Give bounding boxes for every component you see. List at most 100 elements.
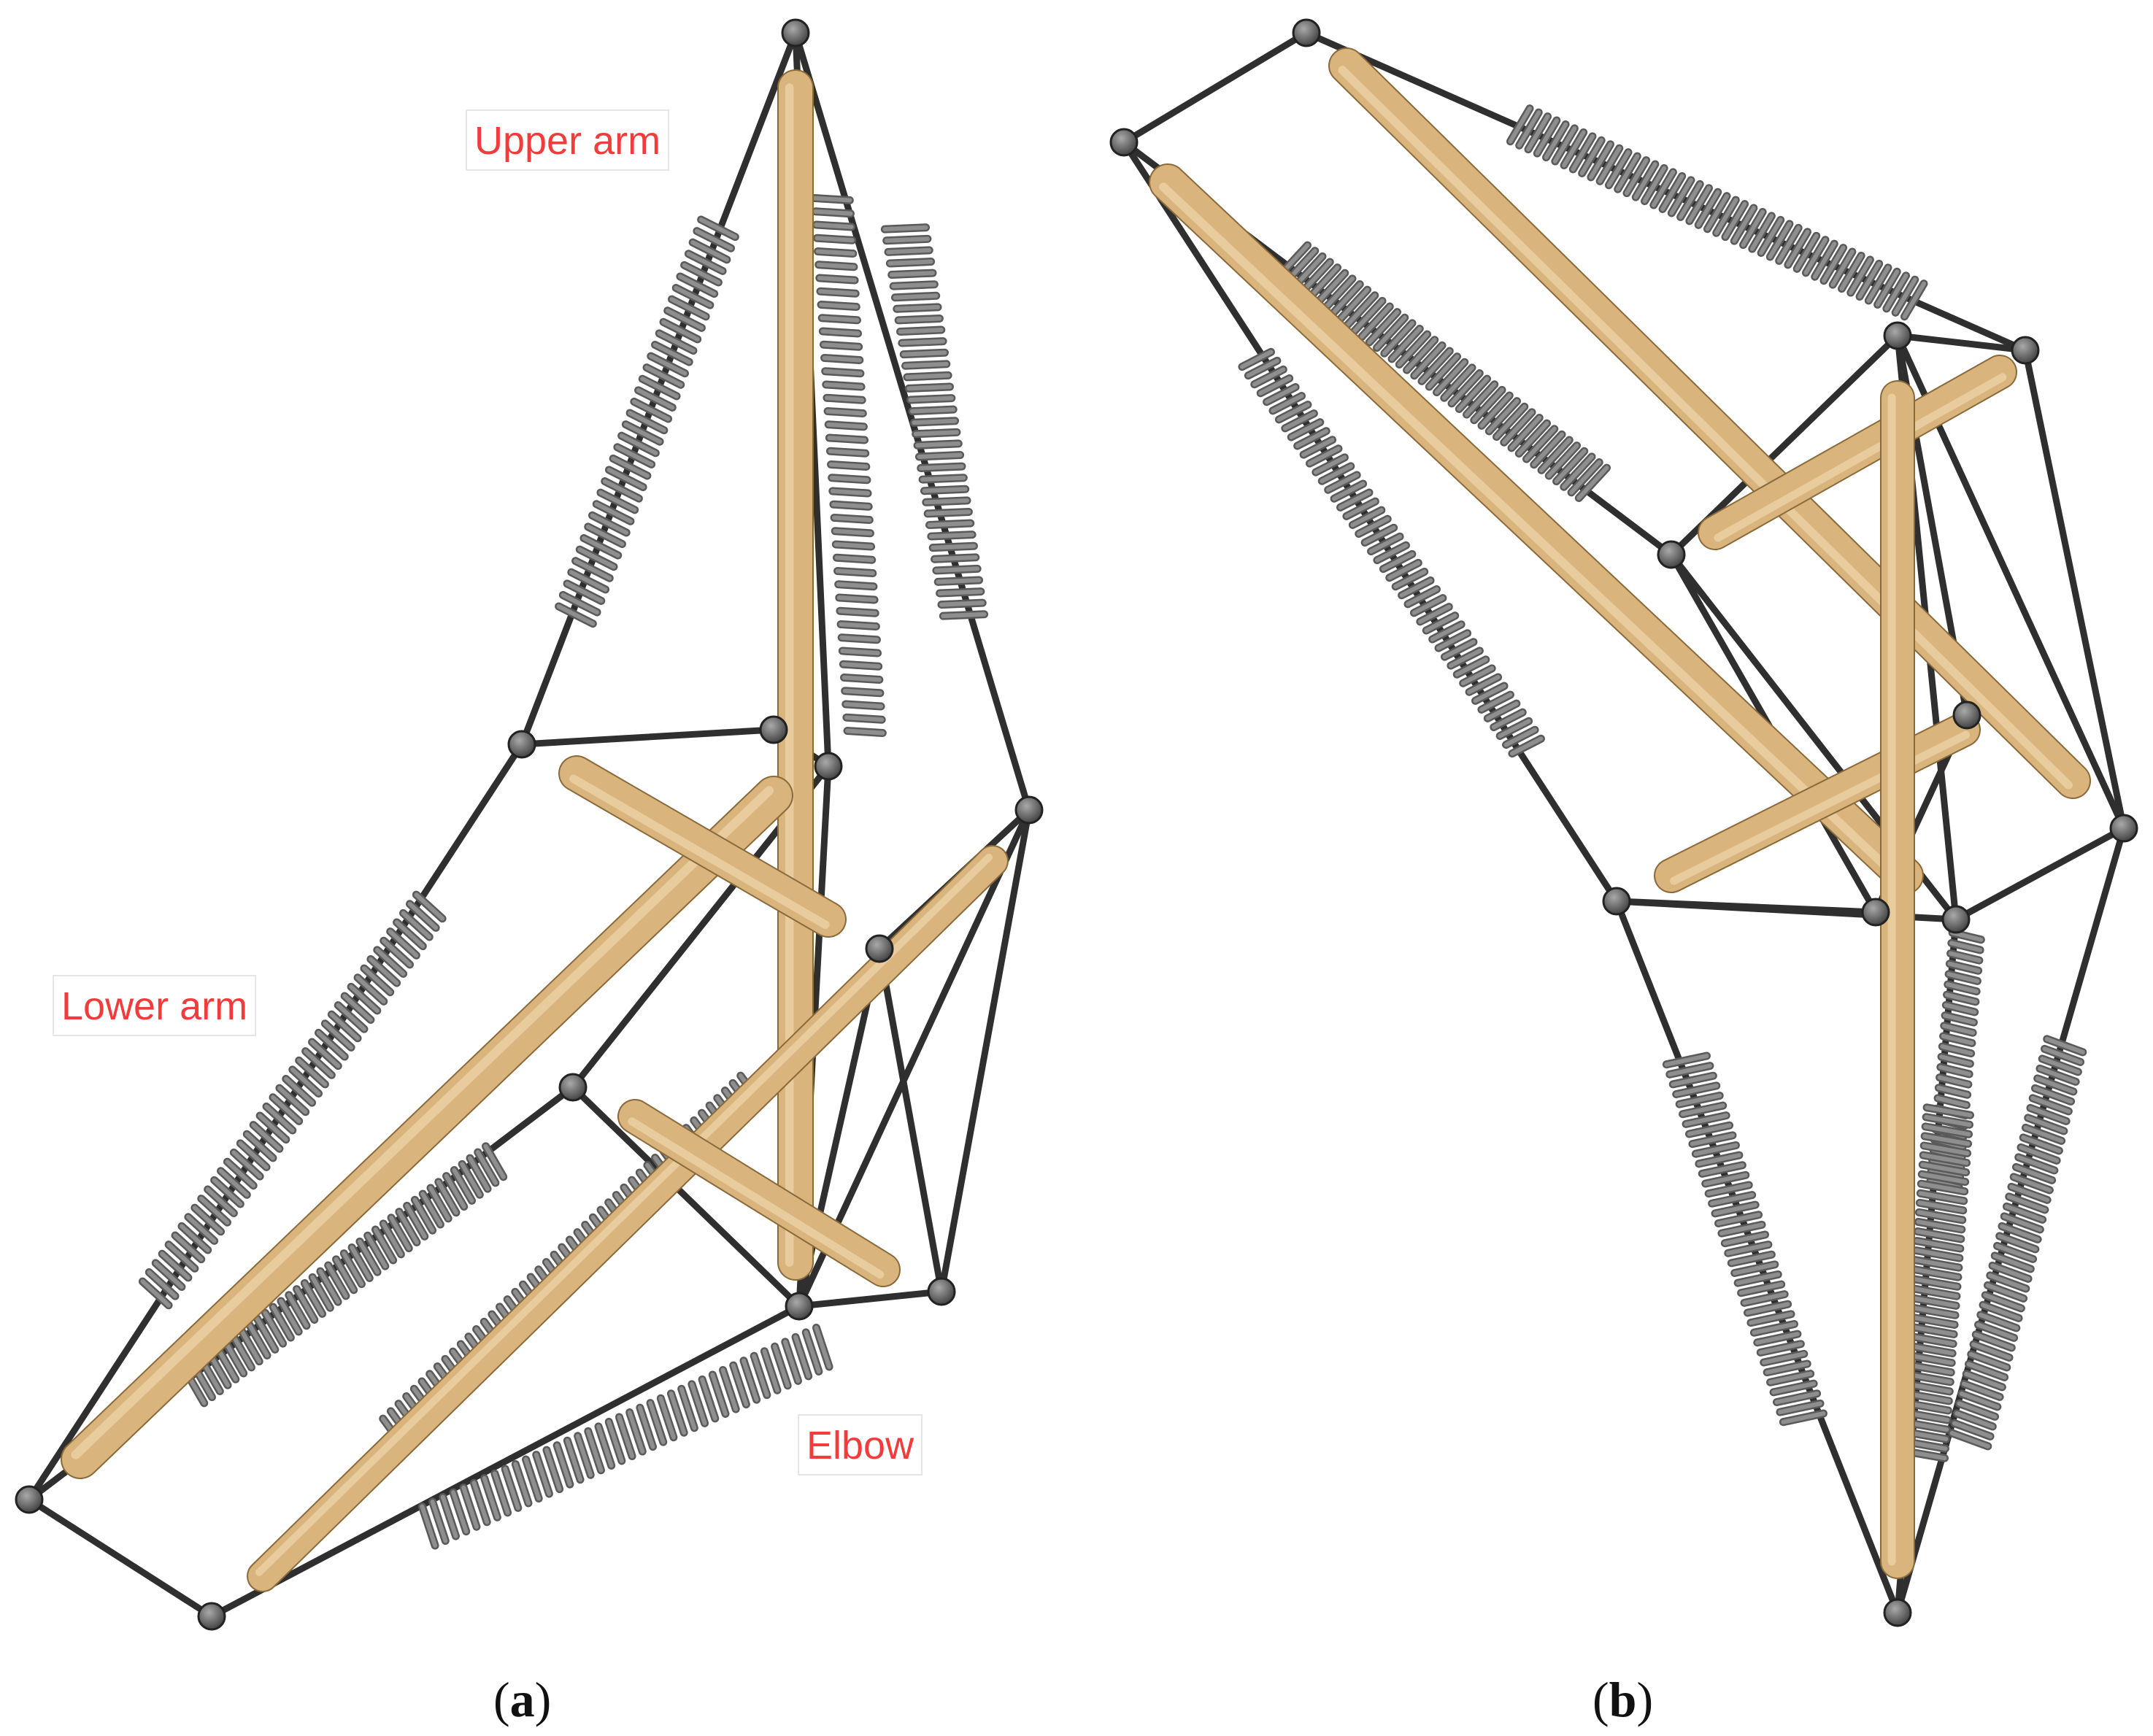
spring-coil — [677, 274, 717, 296]
cable — [1120, 139, 1620, 905]
spring-coil — [160, 1251, 190, 1280]
spring-coil — [922, 487, 968, 493]
spring-coil — [884, 236, 930, 243]
spring-coil — [1752, 1322, 1797, 1335]
spring-coil — [342, 1251, 364, 1286]
spring-coil — [913, 430, 959, 436]
spring-coil — [166, 1242, 197, 1271]
spring-coil — [283, 1076, 315, 1106]
spring-coil — [1966, 1362, 2007, 1380]
end-cap — [2109, 814, 2138, 843]
end-cap — [785, 1292, 814, 1321]
spring-coil — [294, 1286, 317, 1322]
end-cap — [1883, 1598, 1912, 1627]
spring-coil — [365, 1233, 388, 1269]
spring-coil — [2004, 1204, 2045, 1222]
spring-coil — [820, 315, 860, 323]
spring-coil — [1430, 622, 1464, 642]
spring-coil — [316, 1030, 347, 1060]
cable — [2022, 347, 2127, 832]
spring-coil — [582, 536, 620, 558]
spring-coil — [590, 513, 629, 535]
spring-coil — [1937, 1075, 1971, 1087]
spring-coil — [1922, 1143, 1970, 1156]
spring-coil — [513, 1462, 531, 1505]
spring-coil — [1598, 146, 1622, 184]
spring-coil — [893, 293, 939, 300]
spring-coil — [1713, 1203, 1758, 1216]
spring-coil — [835, 568, 875, 576]
spring-coil — [1544, 122, 1568, 160]
spring-coil — [840, 648, 880, 656]
spring-coil — [1494, 404, 1527, 439]
spring-coil — [657, 331, 696, 353]
spring-coil — [290, 1067, 321, 1096]
spring-coil — [1803, 237, 1828, 275]
end-cap — [1292, 18, 1321, 47]
spring-coil — [1939, 1054, 1973, 1066]
spring-coil — [836, 595, 877, 603]
spring-coil — [1411, 595, 1445, 615]
spring-coil — [886, 247, 932, 255]
spring-coil — [1964, 1371, 2005, 1389]
end-cap — [1883, 321, 1912, 350]
strut — [777, 69, 814, 1281]
spring-coil — [1693, 1143, 1738, 1157]
spring-coil — [1848, 257, 1873, 296]
spring-coil — [215, 1346, 238, 1382]
spring-coil — [752, 1354, 769, 1397]
spring-coil — [606, 1419, 624, 1463]
spring-coil — [1755, 1332, 1800, 1345]
spring-coil — [355, 975, 386, 1004]
spring-coil — [199, 1196, 230, 1225]
spring-coil — [731, 1363, 749, 1407]
spring-coil — [1976, 1322, 2017, 1340]
spring-coil — [1356, 517, 1390, 536]
lower-arm-label: Lower arm — [53, 975, 257, 1036]
spring-coil — [1911, 1286, 1959, 1299]
spring-coil — [2011, 1174, 2052, 1192]
spring-coil — [700, 1377, 717, 1421]
spring-coil — [1973, 1332, 2014, 1350]
spring — [880, 223, 989, 620]
spring-coil — [831, 502, 871, 509]
spring — [1948, 1035, 2087, 1451]
spring-coil — [1785, 229, 1810, 267]
spring-coil — [1725, 1242, 1771, 1256]
spring-coil — [475, 1150, 498, 1185]
spring-coil — [1404, 337, 1437, 373]
spring-coil — [937, 589, 983, 596]
spring-coil — [1709, 1192, 1755, 1206]
strut-highlight — [1670, 730, 1971, 885]
spring-coil — [1424, 613, 1457, 633]
spring-coil — [682, 263, 721, 285]
strut-highlight — [1714, 373, 2007, 542]
strut — [247, 845, 1009, 1592]
spring-coil — [1363, 525, 1396, 545]
spring-coil — [1674, 1083, 1719, 1097]
spring-coil — [544, 1448, 562, 1492]
spring-coil — [461, 1485, 479, 1529]
strut-highlight — [628, 1117, 885, 1279]
spring-coil — [1959, 1391, 2000, 1409]
spring-coil — [1908, 1324, 1957, 1337]
spring-coil — [1961, 1381, 2003, 1400]
spring-coil — [1374, 543, 1409, 563]
spring-coil — [1633, 162, 1657, 200]
spring-coil — [1742, 1292, 1787, 1305]
spring-coil — [483, 1143, 506, 1179]
spring-coil — [1696, 1153, 1741, 1166]
end-cap — [1952, 701, 1981, 730]
spring-coil — [1687, 185, 1711, 223]
strut-highlight — [71, 786, 774, 1459]
spring-coil — [1588, 142, 1613, 180]
spring-coil — [430, 1500, 448, 1543]
spring-coil — [606, 467, 646, 490]
spring-coil — [357, 1239, 380, 1275]
spring-coil — [1696, 190, 1720, 228]
spring-coil — [1479, 393, 1512, 428]
spring-coil — [1552, 126, 1577, 164]
spring-coil — [1968, 1351, 2009, 1370]
spring-coil — [1690, 1133, 1736, 1146]
spring-coil — [1509, 736, 1544, 756]
